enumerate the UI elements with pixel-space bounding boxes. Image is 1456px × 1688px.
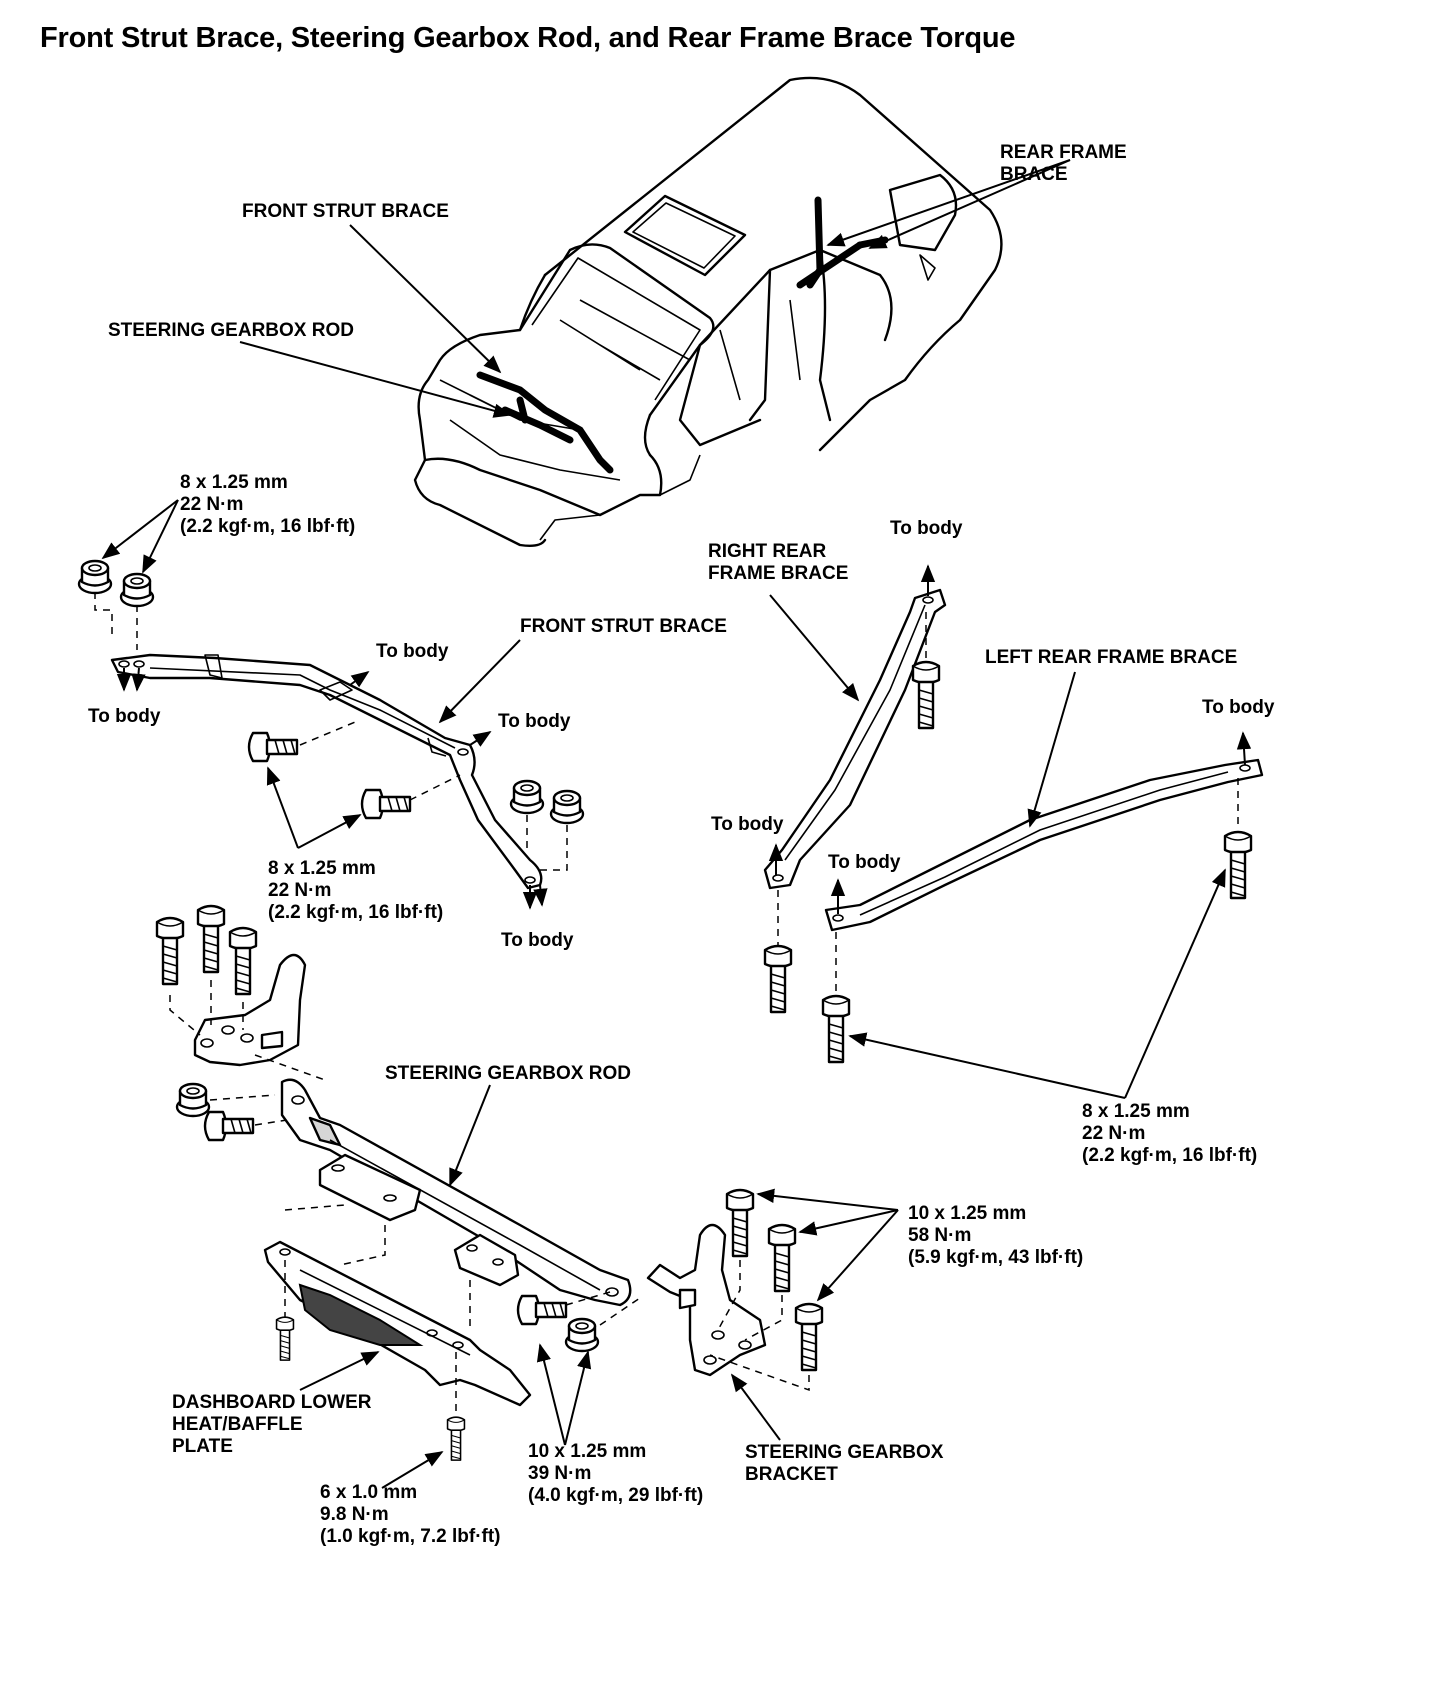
strut-nut-1	[77, 559, 113, 595]
label-to-body-2: To body	[376, 641, 449, 662]
front-strut-brace-part	[110, 653, 543, 890]
rod-right-bolt	[516, 1294, 568, 1326]
car-body-shell	[413, 76, 1003, 548]
left-rear-frame-brace-part	[824, 758, 1264, 932]
label-to-body-4: To body	[88, 706, 161, 727]
strut-bolt-1	[247, 731, 299, 763]
rod-bracket-bolt-1	[155, 916, 185, 986]
rod-bracket-bolt-2	[196, 904, 226, 974]
page-title: Front Strut Brace, Steering Gearbox Rod,…	[40, 22, 1016, 54]
steering-gearbox-bracket-part	[646, 1223, 767, 1377]
label-to-body-1: To body	[890, 518, 963, 539]
right-rear-bolt-bottom	[763, 944, 793, 1014]
rod-left-nut	[175, 1082, 211, 1118]
strut-nut-4	[549, 789, 585, 825]
right-rear-frame-brace-part	[763, 588, 947, 890]
left-rear-bolt-left	[821, 994, 851, 1064]
label-to-body-5: To body	[498, 711, 571, 732]
strut-nut-3	[509, 779, 545, 815]
right-rear-bolt-top	[911, 660, 941, 730]
left-rear-bolt-right	[1223, 830, 1253, 900]
label-steering-gearbox-rod: STEERING GEARBOX ROD	[385, 1063, 631, 1084]
label-front-strut-brace-top: FRONT STRUT BRACE	[242, 201, 449, 222]
label-front-strut-brace: FRONT STRUT BRACE	[520, 616, 727, 637]
label-to-body-8: To body	[501, 930, 574, 951]
bracket-bolt-3	[794, 1302, 824, 1372]
rod-bracket-bolt-3	[228, 926, 258, 996]
label-left-rear-frame-brace: LEFT REAR FRAME BRACE	[985, 647, 1238, 668]
plate-bolt-right	[446, 1416, 466, 1461]
rod-right-nut	[564, 1317, 600, 1353]
label-steering-gearbox-rod-top: STEERING GEARBOX ROD	[108, 320, 354, 341]
plate-bolt-left	[275, 1316, 295, 1361]
rod-left-bolt	[203, 1110, 255, 1142]
label-to-body-6: To body	[711, 814, 784, 835]
bracket-bolt-2	[767, 1223, 797, 1293]
steering-gearbox-rod-part	[263, 1078, 632, 1407]
strut-bolt-2	[360, 788, 412, 820]
bracket-bolt-1	[725, 1188, 755, 1258]
label-to-body-7: To body	[828, 852, 901, 873]
label-to-body-3: To body	[1202, 697, 1275, 718]
strut-nut-2	[119, 572, 155, 608]
